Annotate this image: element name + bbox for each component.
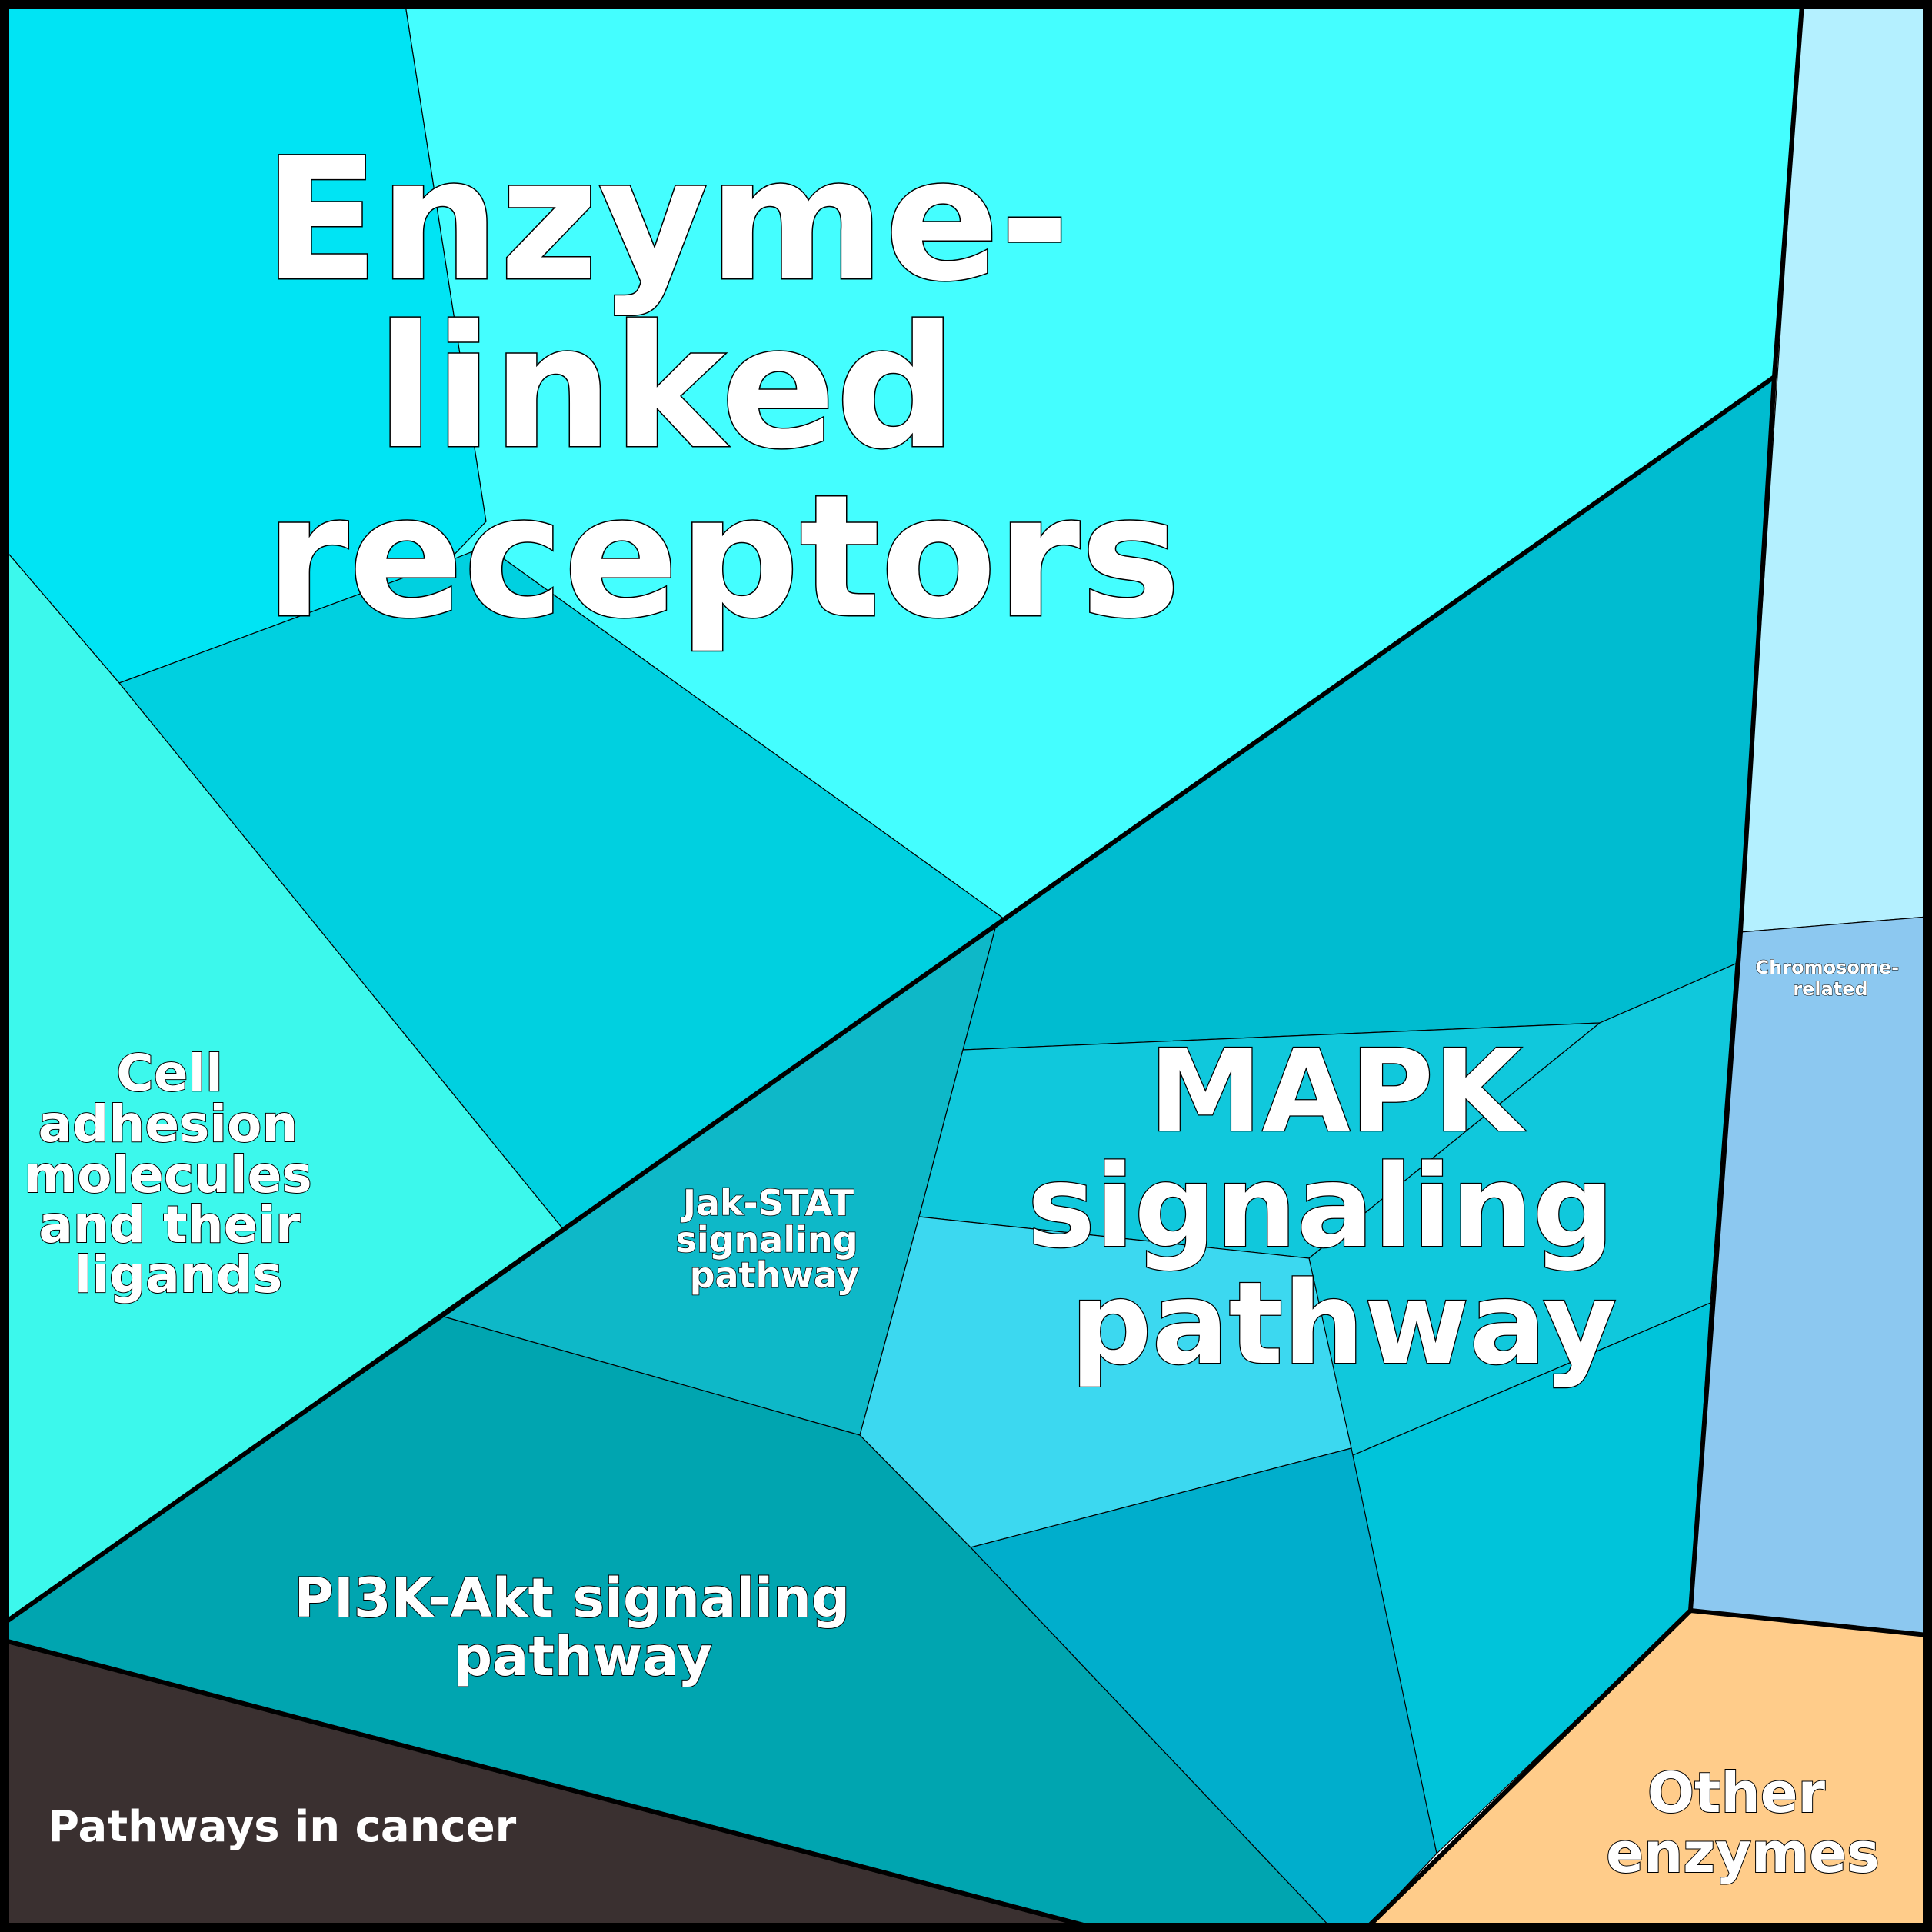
label-jak-stat: Jak-STAT signaling pathway [675, 1182, 870, 1296]
label-pathways-in-cancer: Pathways in cancer [48, 1802, 517, 1852]
label-cell-adhesion: Cell adhesion molecules and their ligand… [24, 1044, 329, 1304]
boundary-cancer [4, 1638, 1093, 1930]
boundary-enzyme-mapk [3, 375, 1776, 1625]
label-pi3k-akt: PI3K-Akt signaling pathway [295, 1567, 869, 1688]
label-enzyme-linked-receptors: Enzyme- linked receptors [264, 122, 1181, 655]
label-mapk-signaling: MAPK signaling pathway [1028, 1025, 1654, 1390]
boundary-signaling [1365, 4, 1804, 1930]
label-chromosome-related: Chromosome- related [1756, 957, 1906, 1000]
label-other-enzymes: Other enzymes [1606, 1760, 1880, 1885]
